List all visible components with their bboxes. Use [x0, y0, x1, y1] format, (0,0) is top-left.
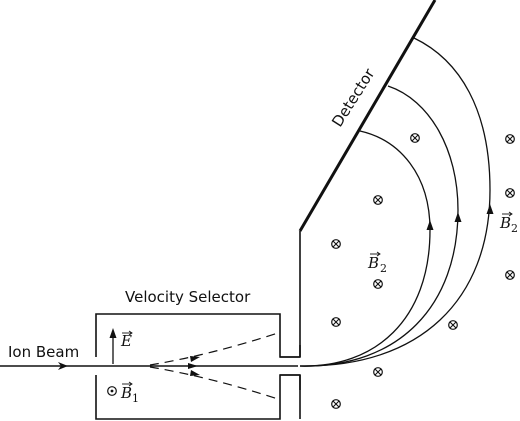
field-into-page-icon [331, 317, 341, 327]
b2-field-label: B [367, 254, 379, 272]
velocity-selector [95, 313, 301, 420]
b1-field-subscript: 1 [132, 392, 139, 405]
field-into-page-icon [331, 239, 341, 249]
beam-arrow-icon [58, 362, 68, 370]
straight-arrow-icon [188, 363, 198, 369]
ion-beam [0, 362, 298, 370]
field-into-page-icon [373, 195, 383, 205]
b1-field: B 1 [107, 381, 139, 405]
field-into-page-icon [505, 270, 515, 280]
b2-field-markers [331, 133, 515, 409]
field-into-page-icon [331, 399, 341, 409]
detector-label: Detector [328, 65, 379, 131]
field-into-page-icon [373, 279, 383, 289]
ion-beam-label: Ion Beam [8, 343, 79, 361]
b2-field-label-outer: B [499, 214, 511, 232]
field-into-page-icon [448, 320, 458, 330]
field-out-of-page-icon [107, 386, 117, 396]
trajectories [299, 37, 494, 367]
traj3-arrow-icon [486, 204, 494, 214]
traj1-arrow-icon [426, 220, 434, 230]
e-field-vector: E [109, 328, 133, 364]
field-into-page-icon [410, 133, 420, 143]
e-field-label: E [120, 332, 132, 350]
b2-label-inner: B 2 [367, 251, 387, 275]
field-into-page-icon [505, 134, 515, 144]
lower-deflect-arrow-icon [190, 370, 200, 376]
b2-field-subscript-outer: 2 [511, 222, 518, 235]
b2-label-outer: B 2 [499, 211, 518, 235]
b2-field-subscript: 2 [380, 262, 387, 275]
vector-arrow-icon [502, 211, 513, 217]
vector-arrow-icon [122, 330, 133, 336]
field-into-page-icon [373, 367, 383, 377]
velocity-selector-label: Velocity Selector [125, 288, 251, 306]
vector-arrow-icon [370, 251, 381, 257]
upper-deflect-arrow-icon [190, 356, 200, 362]
deflected-paths [149, 332, 279, 400]
traj2-arrow-icon [454, 212, 462, 222]
b1-field-label: B [120, 384, 132, 402]
vector-arrow-icon [122, 381, 133, 387]
field-into-page-icon [505, 188, 515, 198]
